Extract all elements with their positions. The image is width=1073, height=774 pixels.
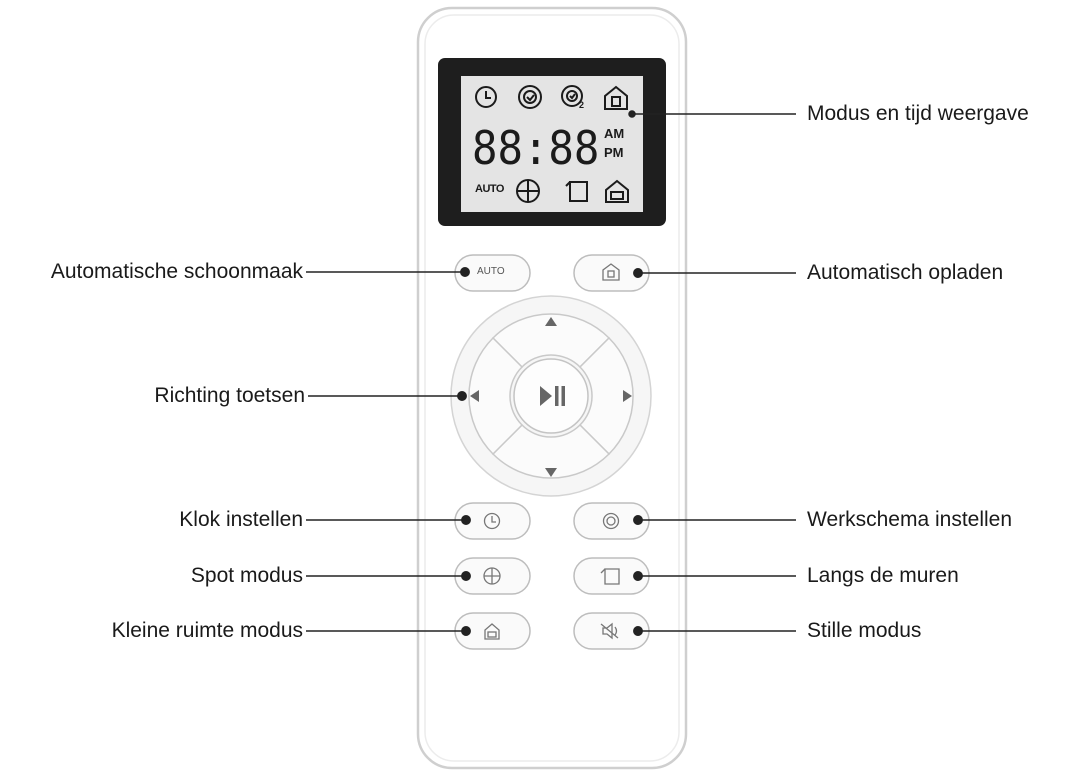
dpad-up-button[interactable] bbox=[491, 313, 611, 369]
spot-button-icon bbox=[483, 567, 501, 585]
display-auto: AUTO bbox=[475, 183, 504, 195]
play-pause-icon bbox=[540, 386, 565, 406]
arrow-up-icon bbox=[545, 317, 557, 326]
clock-button-icon bbox=[483, 512, 501, 530]
callout-werkschema-instellen: Werkschema instellen bbox=[807, 508, 1013, 531]
callout-kleine-ruimte-modus: Kleine ruimte modus bbox=[111, 619, 303, 642]
leader-lines-left bbox=[306, 267, 471, 636]
callout-automatisch-opladen: Automatisch opladen bbox=[807, 261, 1004, 284]
auto-button[interactable] bbox=[454, 254, 531, 292]
dock-button-icon bbox=[602, 263, 620, 281]
leader-lines-right bbox=[628, 110, 796, 636]
callout-automatische-schoonmaak: Automatische schoonmaak bbox=[50, 260, 303, 283]
lcd-edge-icon bbox=[565, 181, 588, 202]
schedule-button-icon bbox=[602, 512, 620, 530]
dpad-down-button[interactable] bbox=[491, 423, 611, 479]
callout-spot-modus: Spot modus bbox=[190, 564, 303, 587]
mute-button-icon bbox=[600, 622, 619, 640]
lcd-schedule-icon bbox=[518, 85, 542, 109]
schedule-button[interactable] bbox=[573, 502, 650, 540]
callout-klok-instellen: Klok instellen bbox=[179, 508, 303, 531]
lcd-spot-icon bbox=[516, 179, 540, 203]
arrow-left-icon bbox=[470, 390, 479, 402]
callout-richting-toetsen: Richting toetsen bbox=[154, 384, 305, 407]
lcd-clock-icon bbox=[475, 86, 497, 108]
arrow-right-icon bbox=[623, 390, 632, 402]
display-am: AM bbox=[604, 126, 625, 141]
display-time: 88:88 bbox=[472, 121, 600, 175]
auto-button-label: AUTO bbox=[477, 266, 505, 277]
svg-text:2: 2 bbox=[579, 100, 584, 110]
lcd-schedule-2-icon: 2 bbox=[561, 85, 584, 110]
dpad-left-button[interactable] bbox=[468, 336, 524, 456]
arrow-down-icon bbox=[545, 468, 557, 477]
display-pm: PM bbox=[604, 145, 624, 160]
dpad-right-button[interactable] bbox=[578, 336, 634, 456]
callout-langs-de-muren: Langs de muren bbox=[807, 564, 959, 587]
lcd-dock-icon bbox=[604, 85, 628, 110]
callout-modus-en-tijd-weergave: Modus en tijd weergave bbox=[807, 102, 1029, 125]
edge-button-icon bbox=[600, 568, 620, 585]
callout-stille-modus: Stille modus bbox=[807, 619, 922, 642]
small-room-button-icon bbox=[484, 623, 500, 640]
lcd-small-room-icon bbox=[605, 179, 629, 203]
remote-body-inner bbox=[424, 14, 680, 762]
